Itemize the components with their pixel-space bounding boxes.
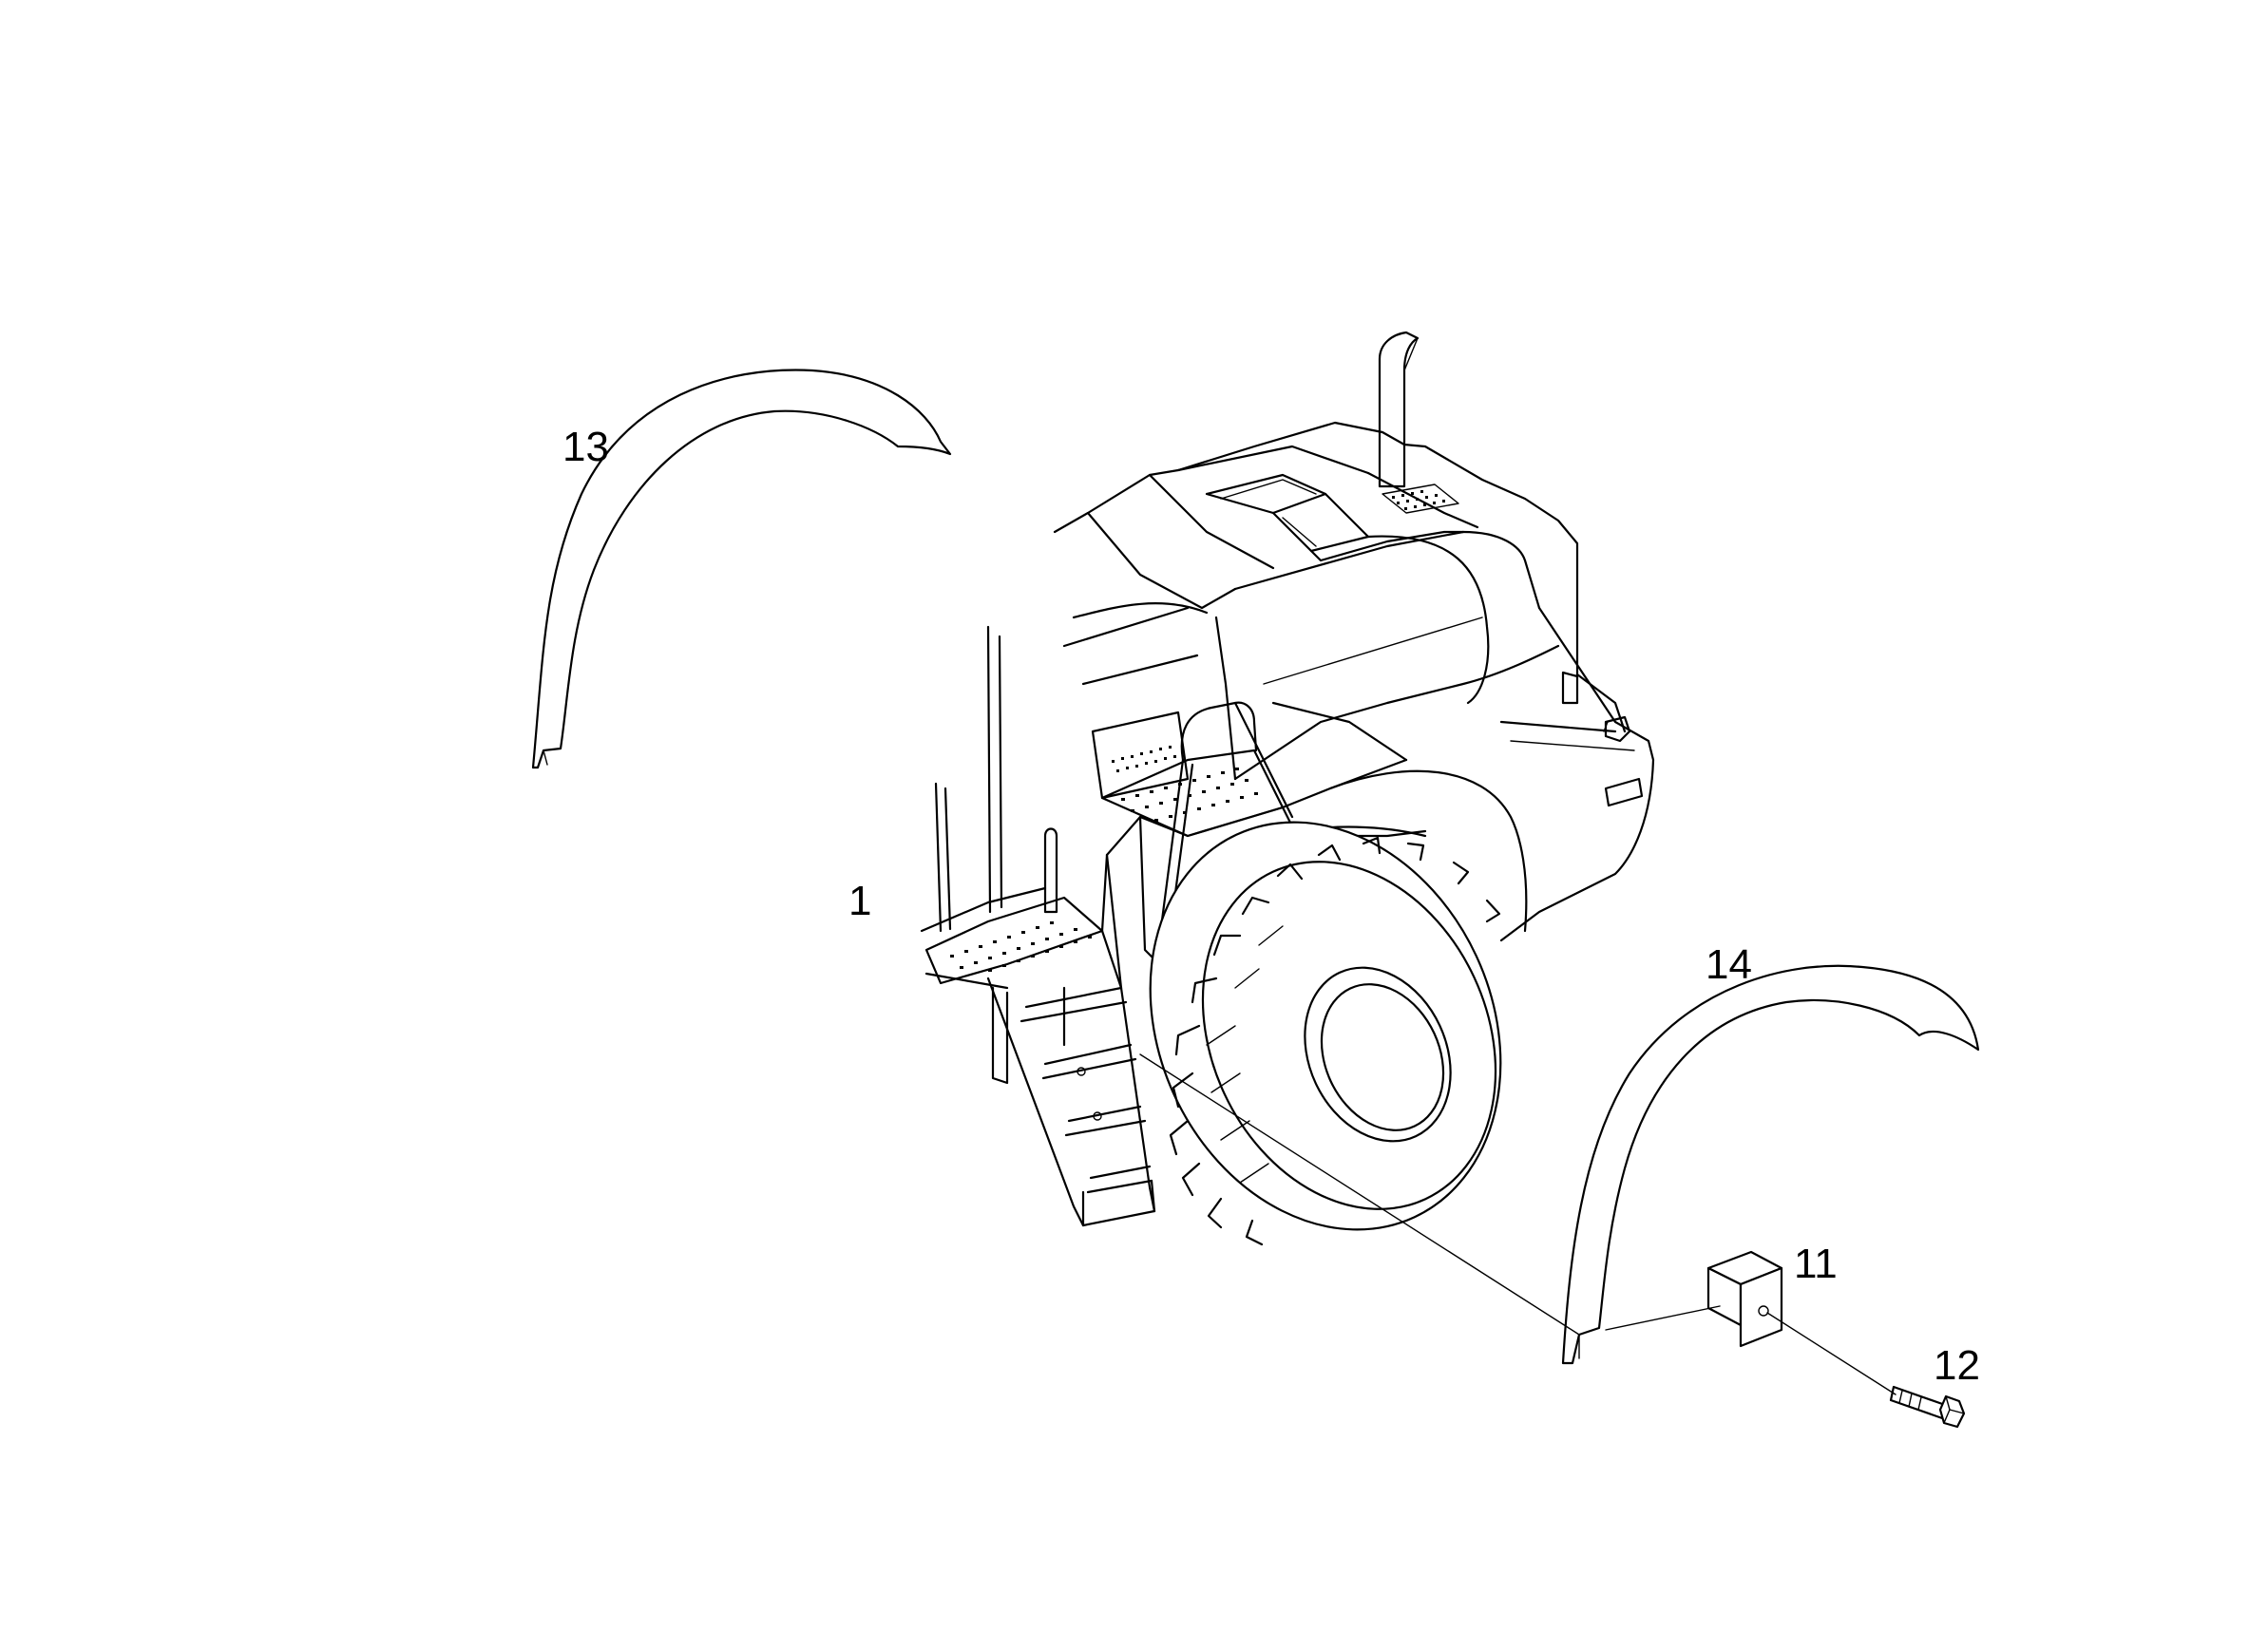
bolt-part-12[interactable]	[1889, 1385, 1966, 1429]
access-ladder	[986, 929, 1156, 1227]
callout-13: 13	[562, 424, 609, 470]
walkway-grating-upper	[1121, 768, 1258, 822]
vent-panel	[1112, 746, 1176, 772]
hood-vent	[1382, 484, 1459, 514]
callout-14: 14	[1706, 941, 1752, 988]
fender-part-14[interactable]	[1561, 964, 1980, 1365]
exhaust-stack	[1378, 331, 1420, 488]
fender-part-13[interactable]	[531, 369, 952, 769]
wheel-loader-part-1[interactable]	[920, 331, 1896, 1395]
callout-1: 1	[848, 878, 871, 924]
callout-11: 11	[1794, 1241, 1838, 1287]
bracket-part-11[interactable]	[1706, 1250, 1783, 1348]
callout-12: 12	[1934, 1342, 1980, 1389]
tire	[1149, 821, 1502, 1246]
